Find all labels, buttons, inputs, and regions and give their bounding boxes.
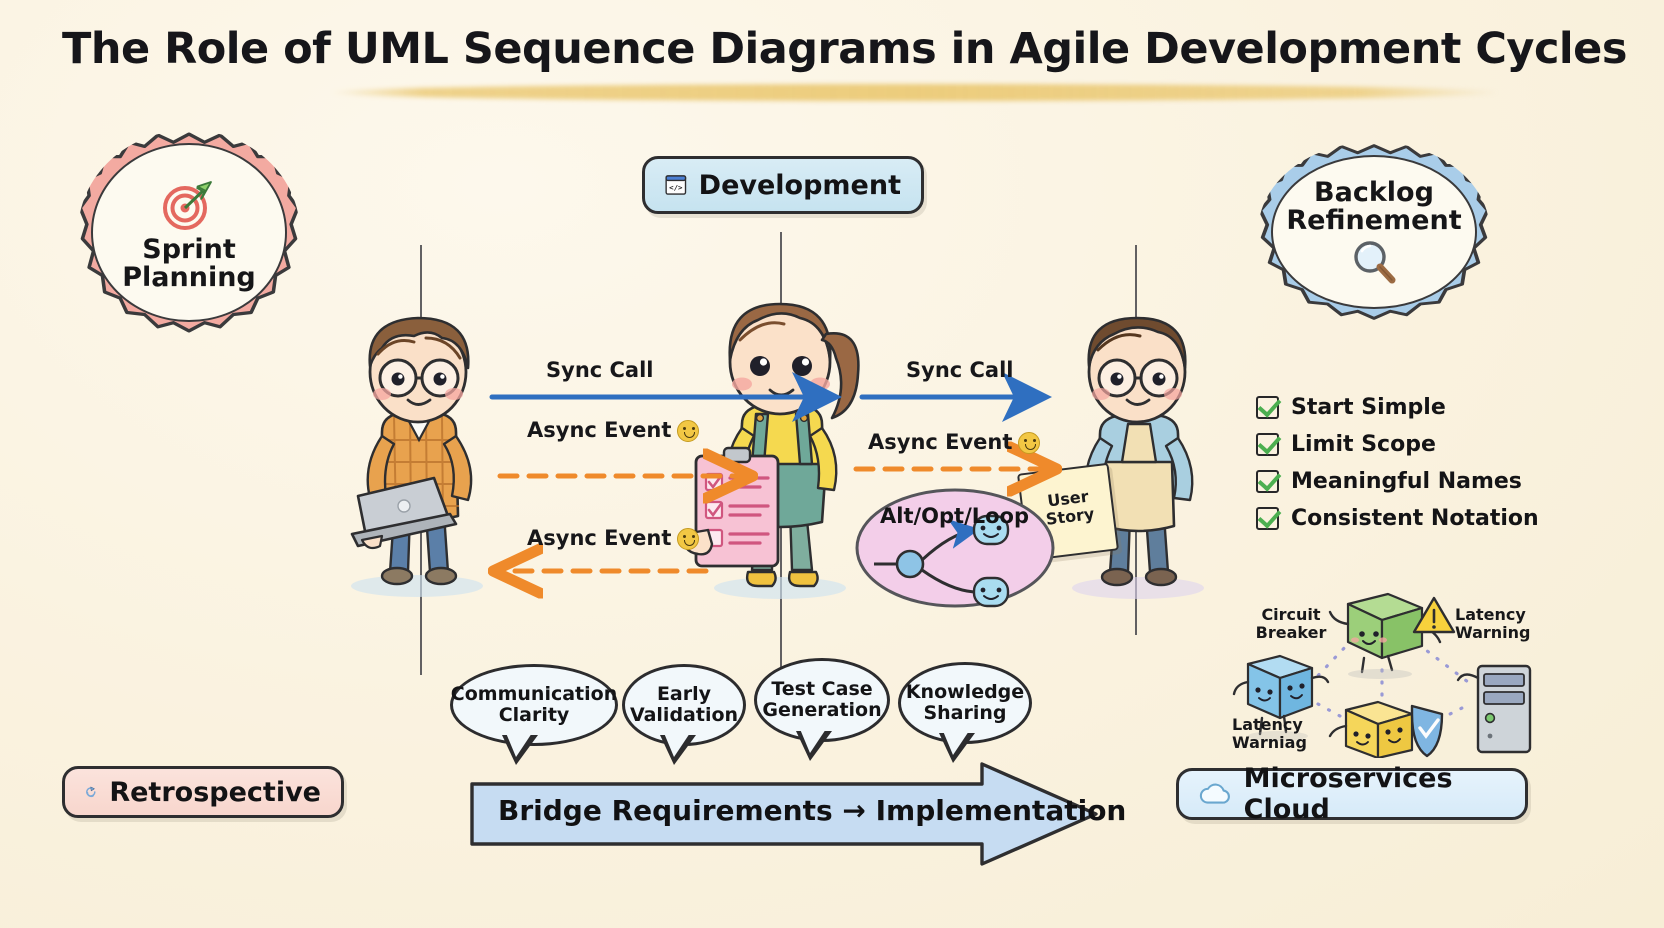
- alt-opt-loop-start-node: [895, 549, 925, 579]
- refresh-cycle-icon: [86, 786, 96, 798]
- benefit-bubble-label: Test Case Generation: [762, 678, 882, 721]
- microservices-cloud-label: Microservices Cloud: [1243, 763, 1453, 825]
- message-label-async-event-left-return: Async Event: [527, 526, 700, 550]
- benefit-bubble-label: Early Validation: [629, 683, 739, 726]
- message-label-async-event-right: Async Event: [868, 430, 1041, 454]
- warning-triangle-icon: [1412, 596, 1456, 634]
- benefit-bubble-label: Communication Clarity: [450, 683, 618, 726]
- latency-warning-label-right: Latency Warning: [1455, 605, 1531, 643]
- laptop-prop: [350, 476, 458, 550]
- cloud-icon: [1199, 783, 1230, 804]
- bubble-tail: [501, 733, 538, 765]
- smiley-icon: [677, 528, 700, 550]
- yellow-cube-service: [1328, 700, 1414, 758]
- checkbox-checked-icon: [1256, 507, 1279, 530]
- service-links: [1308, 642, 1472, 732]
- svg-text:</>: </>: [669, 183, 683, 192]
- shield-badge: [1410, 704, 1444, 758]
- smiley-icon: [1018, 432, 1041, 454]
- checklist-item-label: Limit Scope: [1291, 432, 1436, 457]
- page-title: The Role of UML Sequence Diagrams in Agi…: [62, 24, 1627, 74]
- message-label-sync-call-right: Sync Call: [906, 358, 1014, 382]
- retrospective-label: Retrospective: [109, 776, 321, 808]
- bridge-arrow-label: Bridge Requirements → Implementation: [498, 794, 1127, 827]
- message-label-sync-call-left: Sync Call: [546, 358, 654, 382]
- analyst-with-clipboard: [682, 302, 860, 599]
- checkbox-checked-icon: [1256, 396, 1279, 419]
- checklist-item[interactable]: Consistent Notation: [1256, 506, 1539, 531]
- sprint-planning-badge[interactable]: Sprint Planning: [78, 130, 300, 335]
- microservices-cloud-pill[interactable]: Microservices Cloud: [1176, 763, 1528, 825]
- retrospective-pill[interactable]: Retrospective: [62, 766, 344, 818]
- smiley-icon: [677, 420, 700, 442]
- title-highlighter-underline: [330, 84, 1500, 101]
- code-window-icon: </>: [665, 175, 687, 195]
- checklist-item-label: Consistent Notation: [1291, 506, 1539, 531]
- microservices-network: [1232, 592, 1532, 758]
- blue-cube-service: [1232, 654, 1330, 741]
- benefit-bubble[interactable]: Knowledge Sharing: [898, 662, 1032, 763]
- checkbox-checked-icon: [1256, 470, 1279, 493]
- best-practices-checklist: Start Simple Limit Scope Meaningful Name…: [1256, 395, 1539, 543]
- bubble-tail: [796, 729, 832, 761]
- benefit-bubble-label: Knowledge Sharing: [905, 681, 1025, 724]
- sprint-planning-label: Sprint Planning: [122, 233, 256, 293]
- label-text: Sync Call: [546, 358, 654, 382]
- checklist-item[interactable]: Limit Scope: [1256, 432, 1539, 457]
- label-text: Async Event: [868, 430, 1013, 454]
- checklist-item[interactable]: Meaningful Names: [1256, 469, 1539, 494]
- checklist-item-label: Start Simple: [1291, 395, 1446, 420]
- sprint-planning-badge-inner: Sprint Planning: [91, 143, 287, 322]
- label-text: Async Event: [527, 526, 672, 550]
- development-header-label: Development: [698, 169, 901, 201]
- magnifier-icon: [1354, 241, 1396, 284]
- checkbox-checked-icon: [1256, 433, 1279, 456]
- benefit-bubble[interactable]: Early Validation: [622, 664, 746, 765]
- target-dart-icon: [163, 180, 212, 230]
- server-tower: [1456, 664, 1532, 754]
- backlog-refinement-label: Backlog Refinement: [1286, 177, 1462, 236]
- backlog-refinement-badge[interactable]: Backlog Refinement: [1258, 142, 1490, 322]
- development-header-pill[interactable]: </> Development: [642, 156, 924, 214]
- benefit-bubble[interactable]: Test Case Generation: [754, 658, 890, 761]
- benefit-bubble[interactable]: Communication Clarity: [450, 664, 618, 765]
- label-text: Sync Call: [906, 358, 1014, 382]
- bubble-tail: [660, 733, 697, 765]
- developer-with-laptop: [350, 316, 483, 597]
- green-cube-service: [1328, 592, 1442, 679]
- message-label-async-event-left-forward: Async Event: [527, 418, 700, 442]
- bubble-tail: [939, 731, 976, 763]
- bridge-arrow-banner[interactable]: [466, 758, 1102, 870]
- product-owner-with-user-story: [1072, 316, 1204, 599]
- checklist-item-label: Meaningful Names: [1291, 469, 1522, 494]
- alt-opt-loop-label: Alt/Opt/Loop: [880, 504, 1030, 528]
- circuit-breaker-label: Circuit Breaker: [1255, 605, 1327, 643]
- checklist-item[interactable]: Start Simple: [1256, 395, 1539, 420]
- label-text: Async Event: [527, 418, 672, 442]
- latency-warning-label-left: Latency Warniag: [1232, 715, 1307, 753]
- backlog-refinement-badge-inner: Backlog Refinement: [1271, 155, 1477, 309]
